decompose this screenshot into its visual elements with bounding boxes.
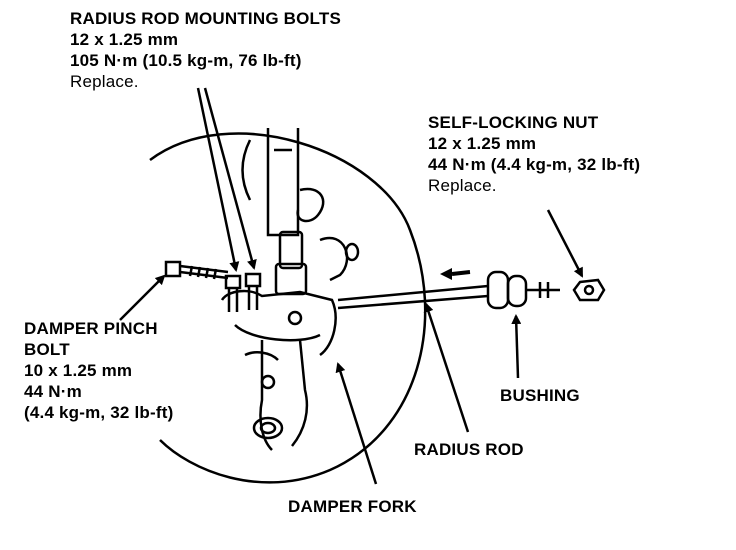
damper-pinch-bolt-title-2: BOLT: [24, 340, 70, 359]
self-locking-nut-title: SELF-LOCKING NUT: [428, 113, 599, 132]
radius-rod-bolts-title: RADIUS ROD MOUNTING BOLTS: [70, 9, 342, 28]
damper-pinch-bolt-shape: [164, 260, 229, 280]
self-locking-nut-note: Replace.: [428, 176, 497, 195]
self-locking-nut-size: 12 x 1.25 mm: [428, 134, 537, 153]
radius-rod-bolts-note: Replace.: [70, 72, 139, 91]
leader-bushing: [511, 314, 522, 379]
radius-rod-bolts-size: 12 x 1.25 mm: [70, 30, 179, 49]
damper-fork-shape: [220, 289, 337, 451]
bushing-shape: [486, 270, 560, 310]
leader-lines: [119, 87, 584, 485]
leader-nut: [546, 209, 584, 278]
self-locking-nut-torque: 44 N·m (4.4 kg-m, 32 lb-ft): [428, 155, 641, 174]
radius-rod-bolts-shape: [224, 272, 262, 312]
direction-arrow-icon: [451, 270, 471, 276]
radius-rod-bolts-callout: RADIUS ROD MOUNTING BOLTS 12 x 1.25 mm 1…: [70, 8, 341, 92]
self-locking-nut-shape: [572, 278, 606, 302]
radius-rod-shape: [337, 284, 489, 310]
damper-pinch-bolt-size: 10 x 1.25 mm: [24, 361, 133, 380]
bushing-label: BUSHING: [500, 386, 580, 405]
radius-rod-bolts-torque: 105 N·m (10.5 kg-m, 76 lb-ft): [70, 51, 302, 70]
radius-rod-label: RADIUS ROD: [414, 440, 524, 459]
leader-radius-rod: [423, 302, 470, 433]
damper-pinch-bolt-title-1: DAMPER PINCH: [24, 319, 158, 338]
leader-bolts-left: [196, 87, 240, 272]
wheel-outline: [149, 132, 427, 484]
self-locking-nut-callout: SELF-LOCKING NUT 12 x 1.25 mm 44 N·m (4.…: [428, 112, 640, 196]
leader-damper-fork: [335, 362, 378, 485]
leader-bolts-right: [203, 87, 257, 270]
direction-arrowhead-icon: [440, 268, 452, 280]
damper-pinch-bolt-callout: DAMPER PINCH BOLT 10 x 1.25 mm 44 N·m (4…: [24, 318, 173, 423]
damper-fork-label: DAMPER FORK: [288, 497, 417, 516]
damper-pinch-bolt-torque-other: (4.4 kg-m, 32 lb-ft): [24, 403, 174, 422]
damper-pinch-bolt-torque-nm: 44 N·m: [24, 382, 82, 401]
damper-strut: [241, 128, 360, 296]
leader-pinch-bolt: [119, 274, 166, 321]
